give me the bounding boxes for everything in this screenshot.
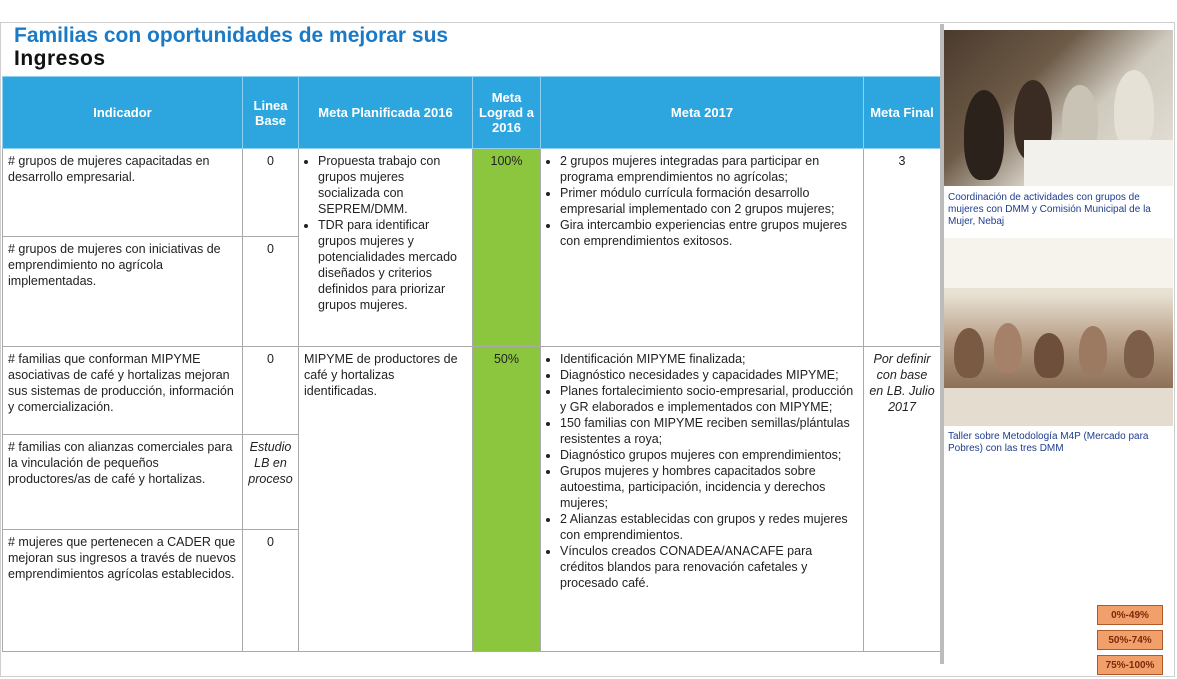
legend-item-high: 75%-100% (1097, 655, 1163, 675)
meta-planificada-cell: Propuesta trabajo con grupos mujeres soc… (298, 148, 473, 347)
list-item: Grupos mujeres y hombres capacitados sob… (560, 463, 858, 511)
meta-final-cell: Por definir con base en LB. Julio 2017 (863, 346, 941, 652)
indicador-cell: # grupos de mujeres capacitadas en desar… (2, 148, 243, 237)
header-meta-final: Meta Final (863, 76, 941, 149)
header-meta-planificada: Meta Planificada 2016 (298, 76, 473, 149)
meta-planificada-cell: MIPYME de productores de café y hortaliz… (298, 346, 473, 652)
meta-lograda-cell: 50% (472, 346, 541, 652)
indicador-cell: # familias que conforman MIPYME asociati… (2, 346, 243, 435)
list-item: Planes fortalecimiento socio-empresarial… (560, 383, 858, 415)
photo-caption-2: Taller sobre Metodología M4P (Mercado pa… (948, 431, 1149, 454)
indicador-cell: # grupos de mujeres con iniciativas de e… (2, 236, 243, 347)
list-item: TDR para identificar grupos mujeres y po… (318, 217, 467, 313)
legend-item-low: 0%-49% (1097, 605, 1163, 625)
header-meta-lograda: Meta Lograd a 2016 (472, 76, 541, 149)
meta-final-cell: 3 (863, 148, 941, 347)
linea-base-cell: 0 (242, 346, 299, 435)
header-indicador: Indicador (2, 76, 243, 149)
table-row: # familias que conforman MIPYME asociati… (2, 346, 941, 652)
list-item: Diagnóstico grupos mujeres con emprendim… (560, 447, 858, 463)
meeting-photo (944, 30, 1173, 186)
list-item: Identificación MIPYME finalizada; (560, 351, 858, 367)
list-item: Primer módulo currícula formación desarr… (560, 185, 858, 217)
linea-base-cell: 0 (242, 236, 299, 347)
side-divider (940, 24, 944, 664)
indicador-cell: # mujeres que pertenecen a CADER que mej… (2, 529, 243, 652)
list-item: Propuesta trabajo con grupos mujeres soc… (318, 153, 467, 217)
list-item: Diagnóstico necesidades y capacidades MI… (560, 367, 858, 383)
header-meta-2017: Meta 2017 (540, 76, 864, 149)
slide-title-line1: Familias con oportunidades de mejorar su… (14, 24, 449, 47)
table-row: # grupos de mujeres con iniciativas de e… (2, 236, 941, 347)
slide-title-line2: Ingresos (14, 47, 106, 70)
list-item: Vínculos creados CONADEA/ANACAFE para cr… (560, 543, 858, 591)
linea-base-cell: 0 (242, 529, 299, 652)
legend-item-mid: 50%-74% (1097, 630, 1163, 650)
list-item: Gira intercambio experiencias entre grup… (560, 217, 858, 249)
indicador-cell: # familias con alianzas comerciales para… (2, 434, 243, 530)
page-frame (0, 22, 1175, 677)
meta-2017-cell: Identificación MIPYME finalizada; Diagnó… (540, 346, 864, 652)
table-row: # mujeres que pertenecen a CADER que mej… (2, 529, 941, 652)
linea-base-cell: Estudio LB en proceso (242, 434, 299, 530)
indicators-table: Indicador Linea Base Meta Planificada 20… (2, 76, 941, 652)
table-row: # grupos de mujeres capacitadas en desar… (2, 148, 941, 347)
workshop-photo (944, 238, 1173, 426)
linea-base-cell: 0 (242, 148, 299, 237)
list-item: 2 Alianzas establecidas con grupos y red… (560, 511, 858, 543)
header-linea-base: Linea Base (242, 76, 299, 149)
list-item: 150 familias con MIPYME reciben semillas… (560, 415, 858, 447)
list-item: 2 grupos mujeres integradas para partici… (560, 153, 858, 185)
table-row: # familias con alianzas comerciales para… (2, 434, 941, 530)
meta-lograda-cell: 100% (472, 148, 541, 347)
meta-2017-cell: 2 grupos mujeres integradas para partici… (540, 148, 864, 347)
photo-caption-1: Coordinación de actividades con grupos d… (948, 192, 1151, 227)
